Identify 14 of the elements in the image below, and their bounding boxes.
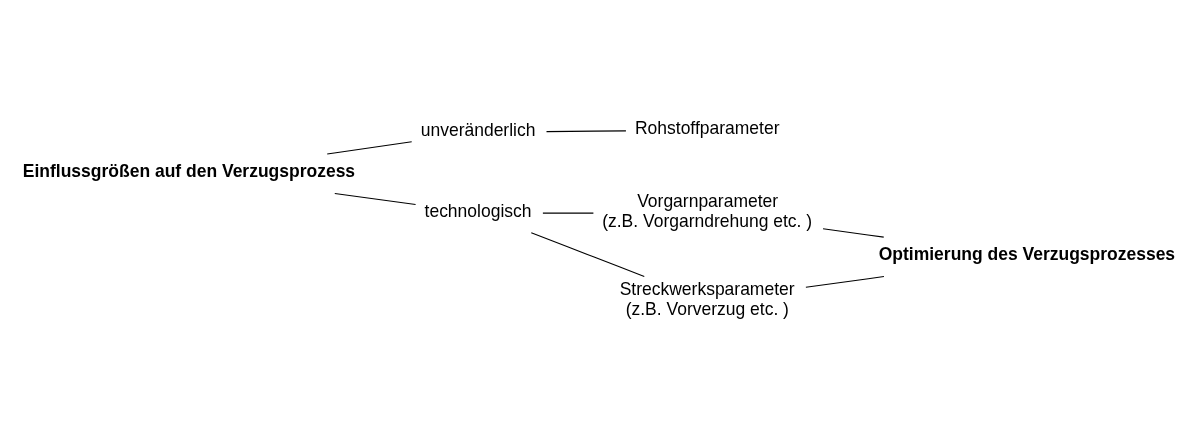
connector [542, 212, 594, 214]
connector [334, 192, 417, 205]
connector [530, 231, 645, 277]
connector [822, 227, 885, 238]
node-text: unveränderlich [420, 119, 536, 140]
node-text: Streckwerksparameter (z.B. Vorverzug etc. ) [619, 278, 795, 319]
node-text: Optimierung des Verzugsprozesses [878, 243, 1176, 264]
connector [545, 129, 627, 132]
connector [326, 140, 413, 155]
node-text: technologisch [424, 200, 532, 221]
node-text: Einflussgrößen auf den Verzugsprozess [22, 160, 356, 181]
connector [805, 275, 885, 288]
node-text: Vorgarnparameter (z.B. Vorgarndrehung etc. ) [602, 190, 813, 231]
node-text: Rohstoffparameter [634, 117, 780, 138]
